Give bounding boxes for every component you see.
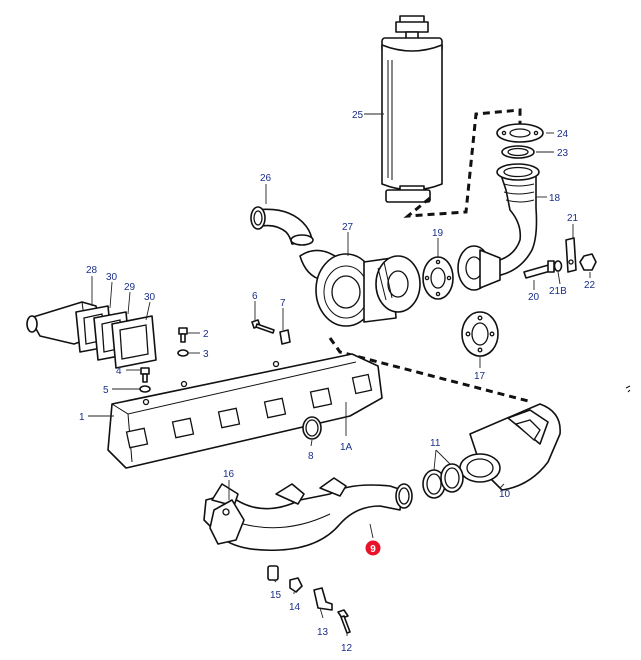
callout-30-upper[interactable]: 30 bbox=[106, 272, 118, 283]
seal-ring-part[interactable] bbox=[440, 463, 464, 493]
callout-2[interactable]: 2 bbox=[203, 329, 209, 340]
callout-22[interactable]: 22 bbox=[584, 280, 596, 291]
callout-21[interactable]: 21 bbox=[567, 213, 579, 224]
bolt-part[interactable] bbox=[337, 609, 351, 634]
callout-6[interactable]: 6 bbox=[252, 291, 258, 302]
callout-28[interactable]: 28 bbox=[86, 265, 98, 276]
callout-12[interactable]: 12 bbox=[341, 643, 353, 654]
turbocharger-part[interactable] bbox=[299, 249, 421, 327]
callout-23[interactable]: 23 bbox=[557, 148, 569, 159]
bolt-part[interactable] bbox=[523, 260, 555, 279]
callout-21b[interactable]: 21B bbox=[549, 286, 567, 297]
stray-mark bbox=[625, 385, 631, 393]
exhaust-elbow-pipe[interactable] bbox=[491, 163, 540, 277]
callout-9-highlighted[interactable]: 9 bbox=[365, 540, 381, 556]
callout-1[interactable]: 1 bbox=[79, 412, 85, 423]
flange-part[interactable] bbox=[422, 256, 454, 300]
callout-30-lower[interactable]: 30 bbox=[144, 292, 156, 303]
callout-1a[interactable]: 1A bbox=[340, 442, 353, 453]
callout-26[interactable]: 26 bbox=[260, 173, 272, 184]
callout-labels: 25 24 23 18 26 27 19 21 20 21B 22 17 28 … bbox=[79, 110, 596, 654]
callout-10[interactable]: 10 bbox=[499, 489, 511, 500]
flange-part[interactable] bbox=[457, 245, 501, 291]
callout-7[interactable]: 7 bbox=[280, 298, 286, 309]
bracket-part[interactable] bbox=[565, 237, 577, 273]
washer-part[interactable] bbox=[553, 260, 563, 272]
callout-13[interactable]: 13 bbox=[317, 627, 329, 638]
callout-29[interactable]: 29 bbox=[124, 282, 136, 293]
callout-15[interactable]: 15 bbox=[270, 590, 282, 601]
callout-11[interactable]: 11 bbox=[430, 438, 441, 449]
callout-9[interactable]: 9 bbox=[370, 544, 376, 555]
exhaust-manifold-part[interactable] bbox=[107, 353, 383, 469]
elbow-part[interactable] bbox=[250, 206, 314, 246]
callout-4[interactable]: 4 bbox=[116, 366, 122, 377]
callout-19[interactable]: 19 bbox=[432, 228, 444, 239]
flange-part[interactable] bbox=[461, 311, 499, 357]
callout-16[interactable]: 16 bbox=[223, 469, 235, 480]
callout-17[interactable]: 17 bbox=[474, 371, 486, 382]
gasket-part[interactable] bbox=[501, 145, 535, 159]
stud-part[interactable] bbox=[140, 367, 150, 383]
washer-part[interactable] bbox=[177, 349, 189, 357]
callout-18[interactable]: 18 bbox=[549, 193, 561, 204]
flange-part[interactable] bbox=[496, 123, 544, 143]
callout-8[interactable]: 8 bbox=[308, 451, 314, 462]
bolt-part[interactable] bbox=[251, 319, 275, 334]
washer-part[interactable] bbox=[139, 385, 151, 393]
highlight-badge bbox=[365, 540, 381, 556]
silencer-part[interactable] bbox=[381, 15, 443, 203]
nut-part[interactable] bbox=[289, 577, 303, 593]
nut-part[interactable] bbox=[579, 253, 597, 271]
callout-25[interactable]: 25 bbox=[352, 110, 364, 121]
exhaust-manifold-part[interactable] bbox=[203, 477, 413, 552]
connection-line-silencer-to-flange bbox=[403, 108, 522, 218]
leader-lines bbox=[88, 113, 591, 636]
callout-14[interactable]: 14 bbox=[289, 602, 301, 613]
gasket-part[interactable] bbox=[111, 315, 157, 369]
callout-24[interactable]: 24 bbox=[557, 129, 569, 140]
washer-part[interactable] bbox=[279, 329, 291, 345]
callout-20[interactable]: 20 bbox=[528, 292, 540, 303]
clamp-part[interactable] bbox=[313, 587, 333, 611]
stud-part[interactable] bbox=[178, 327, 188, 343]
connection-line-turbo-to-manifold bbox=[328, 337, 533, 404]
gasket-part[interactable] bbox=[209, 499, 245, 545]
exhaust-manifold-part[interactable] bbox=[459, 403, 561, 491]
gasket-ring-part[interactable] bbox=[302, 416, 322, 440]
callout-3[interactable]: 3 bbox=[203, 349, 209, 360]
callout-27[interactable]: 27 bbox=[342, 222, 354, 233]
spacer-part[interactable] bbox=[267, 565, 279, 581]
callout-5[interactable]: 5 bbox=[103, 385, 109, 396]
